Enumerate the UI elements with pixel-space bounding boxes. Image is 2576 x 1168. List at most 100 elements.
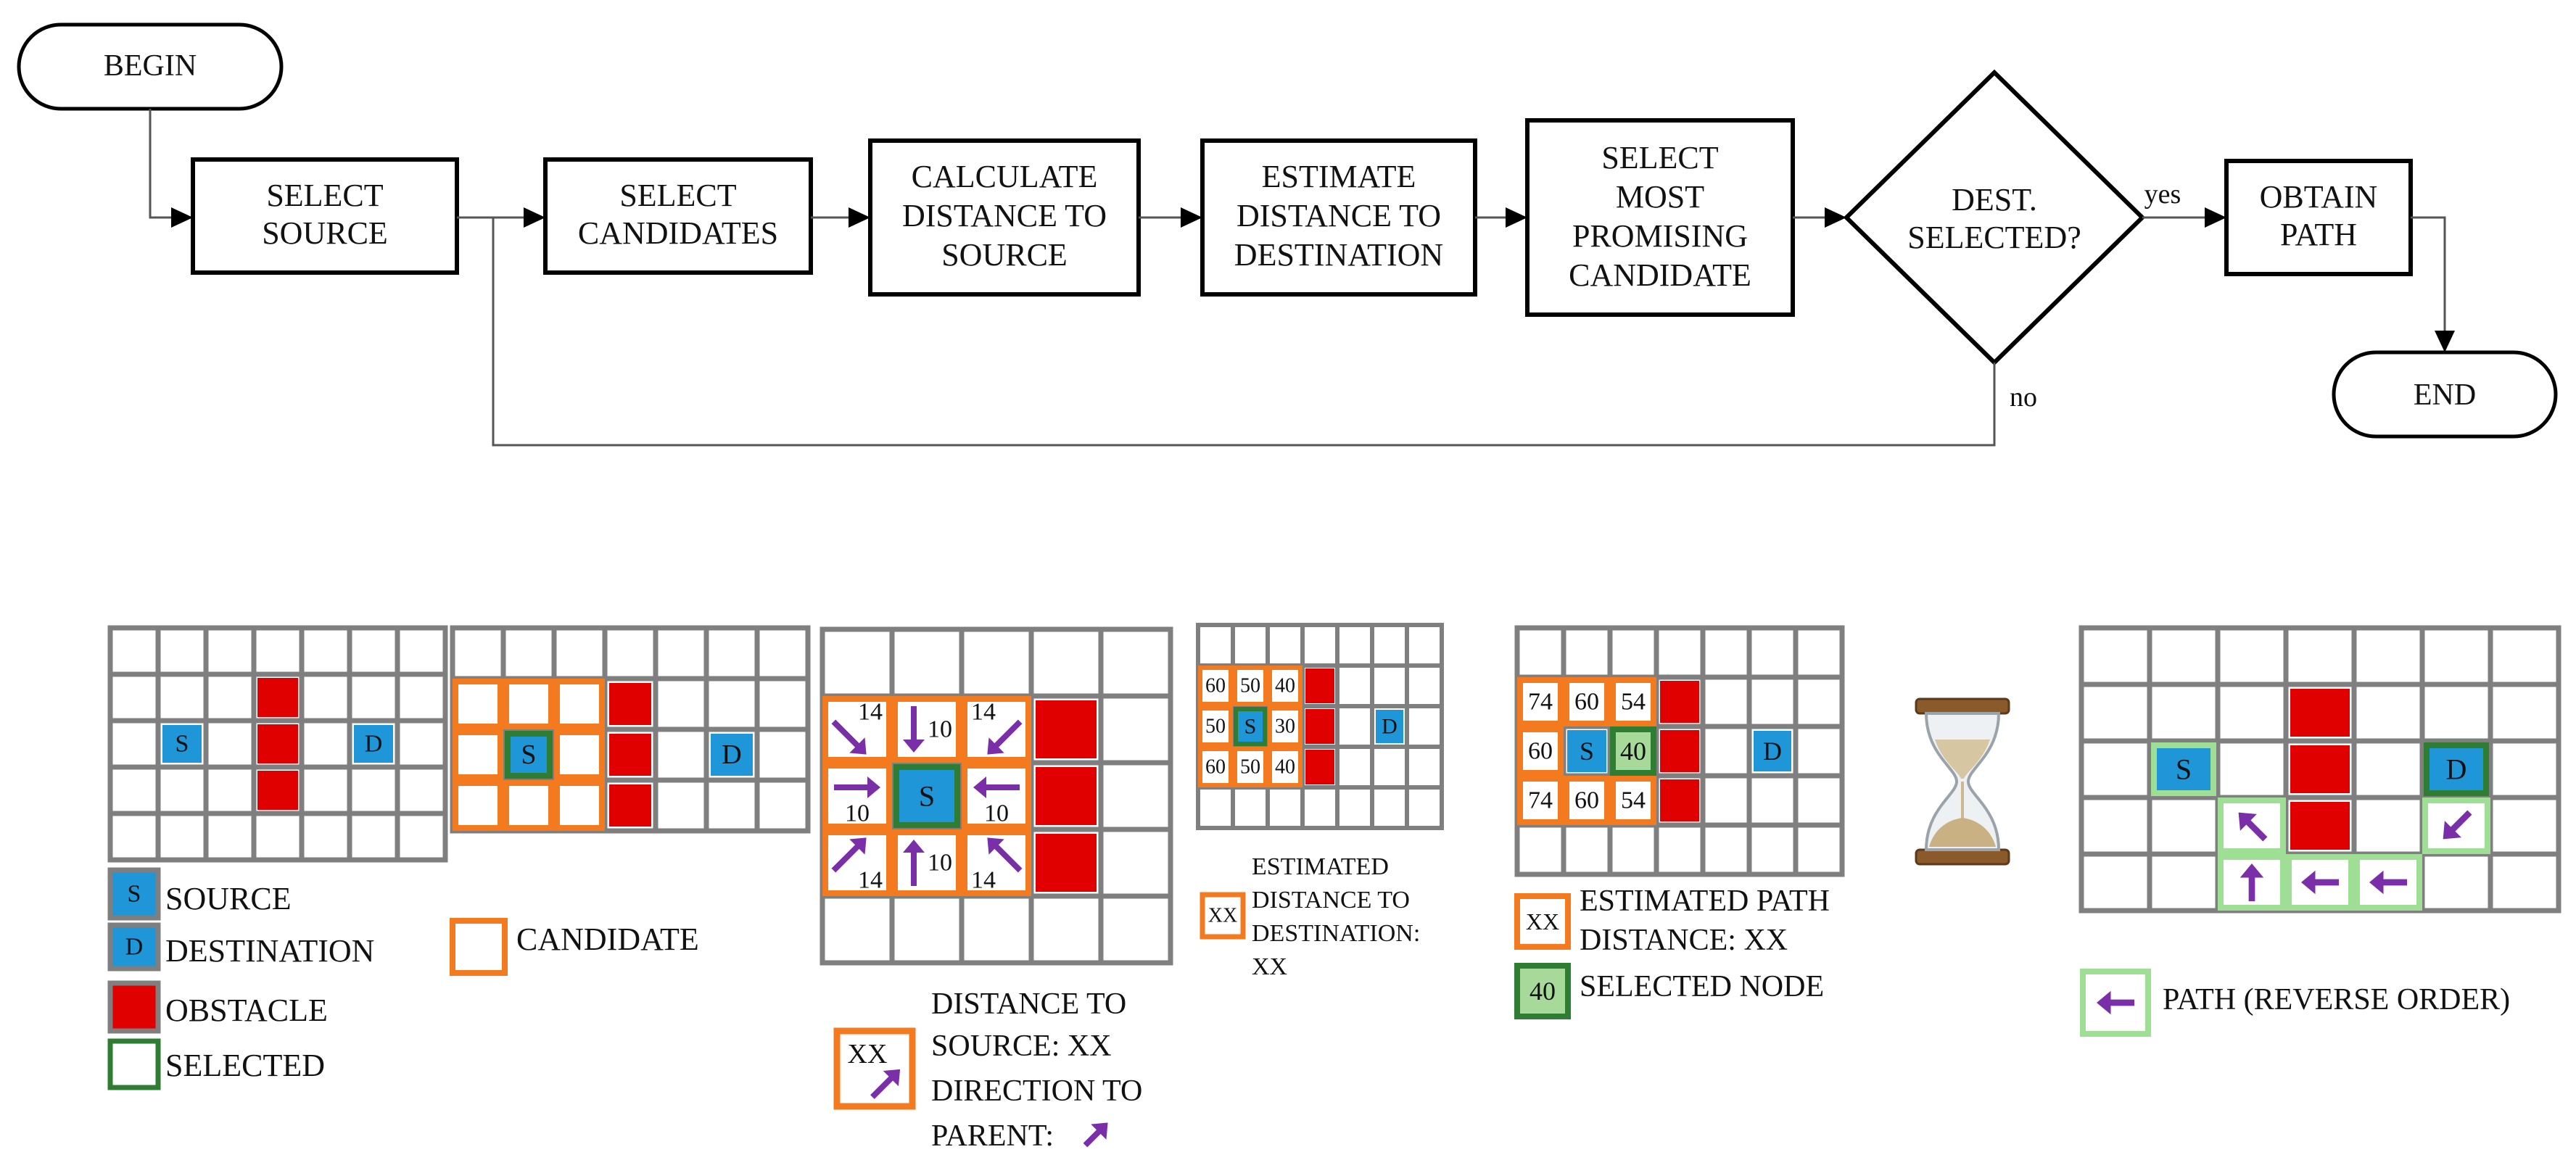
select-promising-label-3: PROMISING xyxy=(1572,218,1748,254)
distance-value: 14 xyxy=(858,699,883,726)
source-label: S xyxy=(2176,753,2192,786)
estimate-value: 50 xyxy=(1205,716,1226,738)
obtain-path-box xyxy=(2224,159,2413,276)
destination-label: D xyxy=(365,731,383,758)
legend-destination-swatch xyxy=(107,922,161,972)
legend-selected-text: SELECTED xyxy=(165,1048,325,1083)
legend-candidate-swatch xyxy=(450,918,508,976)
obstacle-cell xyxy=(1305,750,1334,784)
hourglass-icon xyxy=(1915,697,2010,866)
destination-label: D xyxy=(722,740,741,770)
direction-arrow xyxy=(973,776,1020,798)
end-label: END xyxy=(2414,378,2476,412)
path-cell xyxy=(2422,798,2490,854)
estimate-value: 60 xyxy=(1574,689,1599,716)
source-label: S xyxy=(919,780,935,813)
panel3-grid-frame xyxy=(820,626,1173,966)
destination-cell xyxy=(2424,742,2489,796)
yes-label: yes xyxy=(2144,179,2181,210)
legend-epd-text-2: DISTANCE: XX xyxy=(1580,924,1788,957)
estimate-value: 50 xyxy=(1240,675,1260,697)
legend-direction-arrow xyxy=(870,1069,901,1099)
obstacle-cell xyxy=(1660,730,1699,772)
destination-label: D xyxy=(2446,753,2467,786)
select-promising-label-4: CANDIDATE xyxy=(1569,257,1751,293)
legend-path-arrow xyxy=(2097,990,2134,1015)
path-arrow xyxy=(2443,810,2472,840)
legends: SOURCE DESTINATION OBSTACLE SELECTED CAN… xyxy=(165,853,2510,1153)
candidate-cell xyxy=(1564,677,1610,726)
arrow-shape xyxy=(973,776,1020,798)
direction-arrow xyxy=(831,719,867,755)
distance-value: 10 xyxy=(928,850,952,877)
candidate-cell xyxy=(962,763,1031,829)
obstacle-cell xyxy=(1036,767,1097,825)
obstacle-cell xyxy=(2290,745,2350,793)
connector-begin-source xyxy=(149,109,171,219)
source-cell xyxy=(162,725,202,763)
legend-edd-text-4: XX xyxy=(1252,953,1287,980)
selected-node-cell xyxy=(1610,726,1656,776)
source-label: S xyxy=(1580,737,1594,766)
path-arrow xyxy=(2238,812,2268,842)
candidate-cell xyxy=(1268,706,1303,747)
destination-label: D xyxy=(1763,737,1782,766)
arrow-shape xyxy=(987,719,1023,755)
obtain-path-label-1: OBTAIN xyxy=(2260,179,2378,215)
arrow-shape xyxy=(2369,870,2407,895)
legend-edd-text-1: ESTIMATED xyxy=(1252,853,1389,880)
obstacle-cell xyxy=(1305,709,1334,744)
arrowhead xyxy=(1825,207,1846,228)
path-cell xyxy=(2218,798,2286,854)
distance-value: 14 xyxy=(971,867,996,894)
source-cell xyxy=(2151,742,2216,796)
estimate-distance-label-2: DISTANCE TO xyxy=(1237,198,1441,233)
begin-label: BEGIN xyxy=(104,49,197,83)
select-promising-box xyxy=(1525,118,1795,317)
arrow-shape xyxy=(2443,810,2472,840)
candidate-cell xyxy=(453,679,503,729)
legend-dts-text-3: DIRECTION TO xyxy=(931,1074,1142,1108)
arrow-shape xyxy=(903,840,925,886)
legend-obstacle-swatch xyxy=(107,980,161,1034)
estimate-value: 60 xyxy=(1205,756,1226,779)
direction-arrow xyxy=(903,706,925,753)
candidate-cell xyxy=(554,679,605,729)
candidate-cell xyxy=(453,729,503,780)
legend-edd-text-3: DESTINATION: xyxy=(1252,920,1420,947)
no-label: no xyxy=(2010,382,2037,413)
arrowhead xyxy=(849,207,870,228)
candidate-cell xyxy=(1564,776,1610,825)
source-label: S xyxy=(521,740,536,770)
obstacle-cell xyxy=(2290,802,2350,850)
legend-source-swatch xyxy=(107,867,161,921)
legend-epd-text-1: ESTIMATED PATH xyxy=(1580,885,1830,918)
candidate-cell xyxy=(554,780,605,831)
estimate-value: 60 xyxy=(1574,787,1599,814)
candidate-cell xyxy=(1610,677,1656,726)
path-arrow xyxy=(2239,863,2264,901)
arrowhead xyxy=(524,207,545,228)
candidate-cell xyxy=(1610,776,1656,825)
estimate-value: 30 xyxy=(1275,716,1295,738)
obstacle-cell xyxy=(257,771,298,810)
legend-epd-xx: XX xyxy=(1526,908,1559,935)
obstacle-cell xyxy=(1660,779,1699,821)
legend-dts-swatch xyxy=(833,1027,916,1110)
legend-obstacle-text: OBSTACLE xyxy=(165,993,328,1028)
decision-label-1: DEST. xyxy=(1952,182,2037,218)
arrow-shape xyxy=(834,776,880,798)
candidate-cell xyxy=(1198,747,1233,787)
estimate-value: 40 xyxy=(1275,756,1295,779)
select-candidates-label-1: SELECT xyxy=(619,178,736,213)
candidate-cell xyxy=(822,696,892,763)
calculate-distance-box xyxy=(868,138,1141,297)
arrowhead xyxy=(2435,331,2455,352)
path-cell xyxy=(2354,854,2422,911)
obstacle-cell xyxy=(257,678,298,717)
obstacle-cell xyxy=(257,724,298,763)
